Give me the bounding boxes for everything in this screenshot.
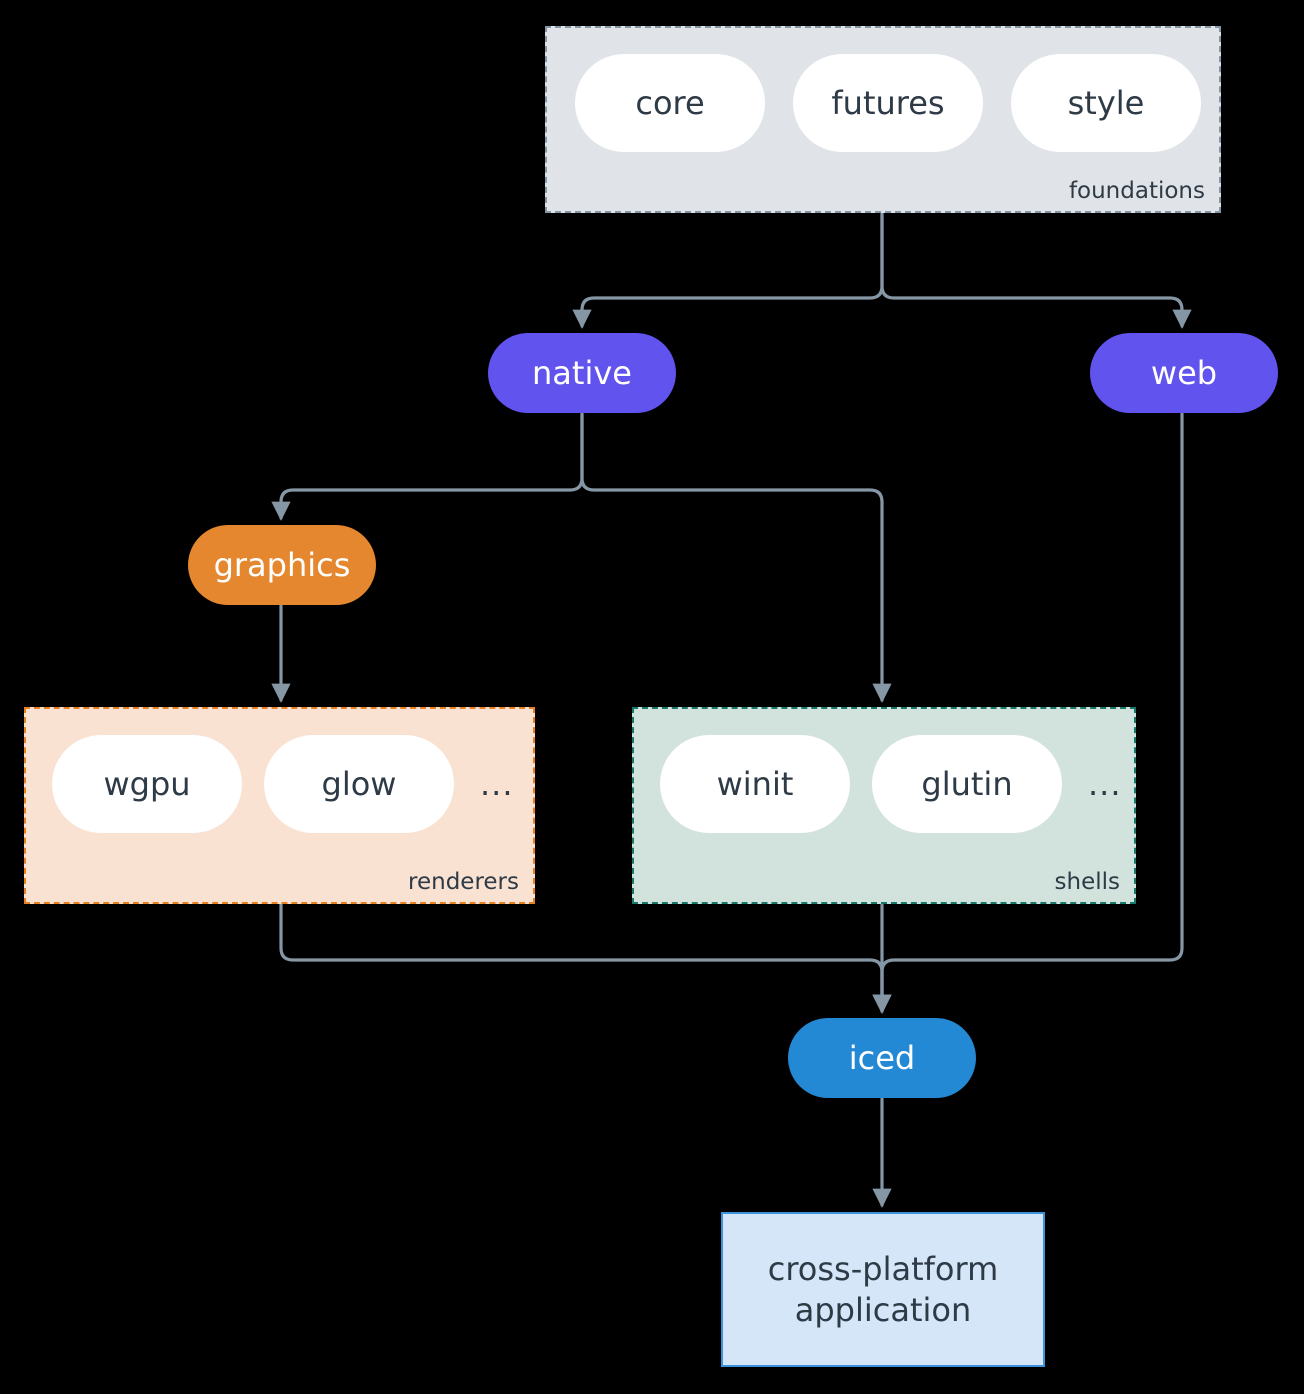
shells-item-glutin[interactable]: glutin: [872, 735, 1062, 833]
renderers-more-ellipsis: ...: [480, 765, 514, 803]
renderers-item-row: wgpu glow ...: [52, 735, 514, 833]
node-iced[interactable]: iced: [788, 1018, 976, 1098]
foundations-item-row: core futures style: [575, 54, 1201, 152]
node-native[interactable]: native: [488, 333, 676, 413]
foundations-item-core[interactable]: core: [575, 54, 765, 152]
edge-native-graphics: [271, 412, 584, 521]
node-web[interactable]: web: [1090, 333, 1278, 413]
cluster-label-shells: shells: [1054, 869, 1120, 895]
renderers-item-wgpu[interactable]: wgpu: [52, 735, 242, 833]
foundations-item-style[interactable]: style: [1011, 54, 1201, 152]
node-native-label: native: [532, 354, 632, 392]
shells-item-row: winit glutin ...: [660, 735, 1122, 833]
edge-native-shells: [580, 412, 892, 703]
edge-renderers-iced: [279, 903, 892, 1014]
node-cross-platform-application[interactable]: cross-platform application: [721, 1212, 1045, 1367]
application-label-line2: application: [794, 1290, 972, 1329]
edge-foundations-web: [880, 212, 1192, 329]
node-graphics-label: graphics: [213, 546, 351, 584]
cluster-renderers: wgpu glow ... renderers: [24, 707, 535, 904]
edge-foundations-native: [572, 212, 884, 329]
shells-more-ellipsis: ...: [1088, 765, 1122, 803]
cluster-label-renderers: renderers: [408, 869, 519, 895]
node-iced-label: iced: [848, 1039, 916, 1077]
foundations-item-futures[interactable]: futures: [793, 54, 983, 152]
cluster-foundations: core futures style foundations: [545, 26, 1221, 213]
cluster-label-foundations: foundations: [1068, 178, 1205, 204]
renderers-item-glow[interactable]: glow: [264, 735, 454, 833]
application-label-line1: cross-platform: [767, 1249, 999, 1288]
cluster-shells: winit glutin ... shells: [632, 707, 1136, 904]
node-graphics[interactable]: graphics: [188, 525, 376, 605]
shells-item-winit[interactable]: winit: [660, 735, 850, 833]
node-web-label: web: [1150, 354, 1218, 392]
